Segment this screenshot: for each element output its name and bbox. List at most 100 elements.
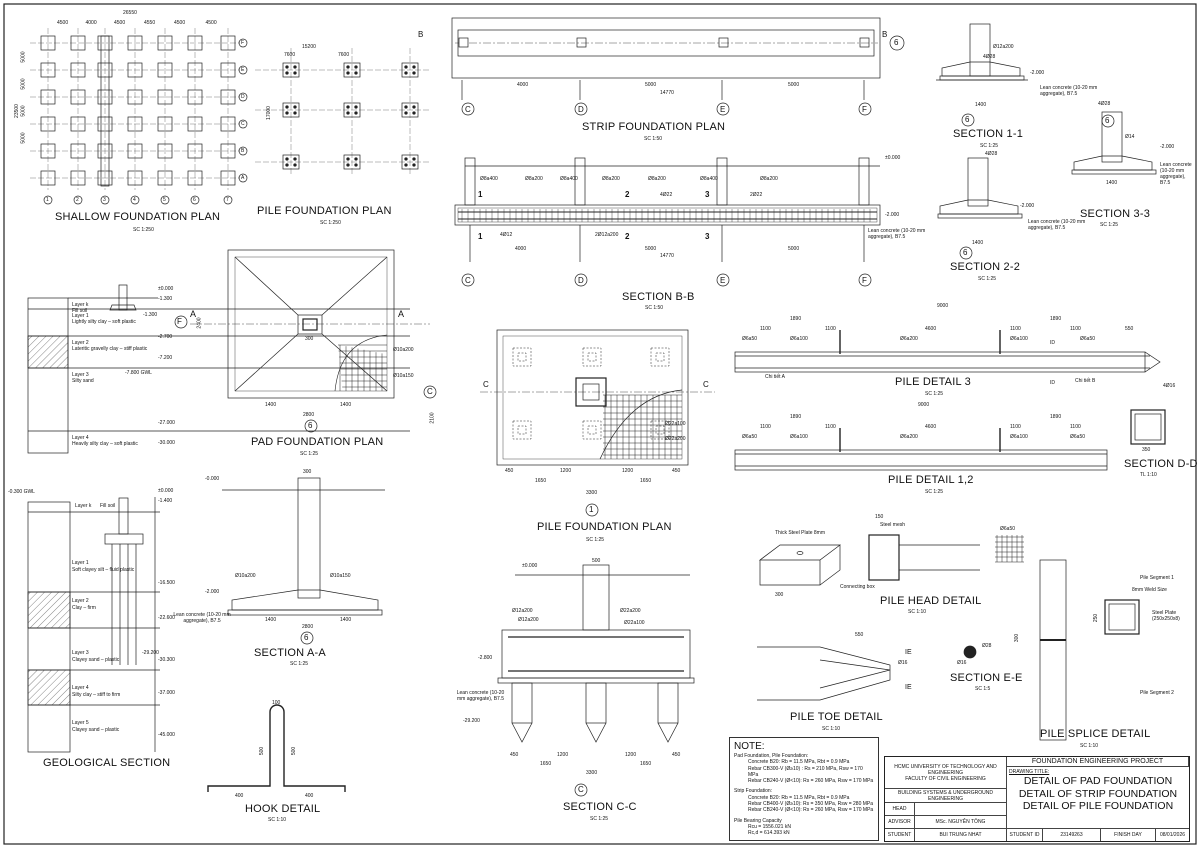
column-stub	[464, 157, 476, 206]
pile-outline	[650, 347, 670, 367]
splice-label: Pile Segment 1	[1140, 575, 1174, 581]
cc-dim: 1650	[540, 761, 552, 767]
pile-splice-detail-drawing	[1039, 559, 1140, 741]
pad-bar: Ø10a150	[393, 373, 414, 379]
layer-desc: Fill soil	[100, 503, 116, 509]
pile3-stirrup: Ø6a100	[1010, 336, 1028, 342]
cc-bar: Ø22a200	[620, 608, 641, 614]
level-mark: -30.000	[158, 440, 175, 446]
grid-col-label: 6	[193, 197, 196, 203]
geological-section-drawing	[27, 497, 160, 753]
level-mark: -2.700	[158, 334, 173, 340]
pile-outline	[512, 347, 532, 367]
hook-dim: 500	[259, 746, 266, 756]
axis-label: F	[862, 105, 867, 114]
advisor-label: ADVISOR	[885, 816, 915, 829]
cc-dim: 1200	[625, 752, 637, 758]
aa-lean: Lean concrete (10-20 mm aggregate), B7.5	[173, 612, 231, 624]
section-cc-drawing	[497, 564, 695, 797]
grid-bubble	[238, 119, 248, 129]
pile	[346, 163, 350, 167]
pile12-dim: 1100	[1070, 424, 1081, 430]
cc-dim: 450	[672, 752, 681, 758]
bb-span: 5000	[788, 246, 800, 252]
grid-bubble	[238, 173, 248, 183]
grid-col-label: 5	[163, 197, 166, 203]
pile-plan-small-height: 17000	[265, 106, 272, 120]
strip-plan-title: STRIP FOUNDATION PLAN	[582, 121, 726, 133]
section-ee-title: SECTION E-E	[950, 672, 1023, 684]
strip-span: 5000	[645, 82, 657, 88]
note-line: Rcu = 1556.021 kN	[748, 823, 791, 830]
pile	[404, 157, 408, 161]
bb-cut-label: 1	[478, 190, 483, 199]
drawing-title-2: DETAIL OF STRIP FOUNDATION	[1018, 787, 1178, 800]
axis-label: C	[465, 276, 471, 285]
pile-core	[655, 352, 665, 362]
section-22-dim: 1400	[972, 240, 984, 246]
faculty-name: FACULTY OF CIVIL ENGINEERING	[905, 775, 986, 782]
section-33-drawing	[1071, 111, 1157, 175]
pile	[293, 71, 297, 75]
grid-col-label: 7	[226, 197, 229, 203]
pile-toe-detail-drawing	[757, 646, 891, 701]
aa-overall: 2800	[302, 624, 314, 630]
pile3-note: Chi tiết A	[765, 374, 786, 380]
pile-head-dim: 300	[775, 592, 784, 598]
level-mark: -37.000	[158, 690, 175, 696]
level-mark: -1.300	[143, 312, 158, 318]
row-dim: 5000	[20, 104, 27, 117]
pile3-note: Chi tiết B	[1075, 378, 1096, 384]
title-block: HCMC UNIVERSITY OF TECHNOLOGY AND ENGINE…	[884, 756, 1190, 842]
level-mark: -45.000	[158, 732, 175, 738]
pile3-dim: 550	[1125, 326, 1134, 332]
pile	[346, 71, 350, 75]
section-33-scale: SC 1:25	[1100, 222, 1119, 228]
pad-section-mark: A	[190, 309, 197, 319]
pile12-stirrup: Ø6a100	[1010, 434, 1028, 440]
section-dd-scale: TL 1:10	[1140, 472, 1157, 478]
section-33-dim: 1400	[1106, 180, 1118, 186]
pile-plan-height: 2100	[429, 412, 436, 424]
pile-toe-scale: SC 1:10	[822, 726, 841, 732]
pad-height: 2400	[196, 317, 203, 329]
bb-cut-label: 3	[705, 232, 710, 241]
span-dim: 4550	[144, 20, 156, 26]
section-11-main-bar: 4Ø28	[983, 54, 996, 60]
cc-bar: Ø22a100	[624, 620, 645, 626]
section-11-drawing	[936, 23, 1028, 127]
bb-span: 4000	[515, 246, 527, 252]
level-mark: -7.800 GWL	[125, 370, 152, 376]
pile	[293, 163, 297, 167]
pad-plan-title: PAD FOUNDATION PLAN	[251, 436, 384, 448]
section-33-circle: 6	[1105, 116, 1110, 125]
pad-dim: 1400	[265, 402, 277, 408]
section-bb-drawing	[454, 157, 881, 287]
pile-outline	[582, 347, 602, 367]
pile	[346, 157, 350, 161]
pile	[285, 111, 289, 115]
pad-section-mark: A	[398, 309, 405, 319]
grid-bubble	[130, 195, 140, 205]
section-33-main-bar: 4Ø28	[1098, 101, 1111, 107]
section-22-level: -2.000	[1020, 203, 1035, 209]
pile-head-label: Thick Steel Plate 8mm	[775, 530, 826, 536]
grid-bubble	[238, 146, 248, 156]
bb-level-bottom: -2.000	[885, 212, 900, 218]
university-name: HCMC UNIVERSITY OF TECHNOLOGY AND ENGINE…	[894, 763, 997, 776]
finish-day-label: FINISH DAY	[1101, 829, 1156, 841]
pile-detail-12-title: PILE DETAIL 1,2	[888, 474, 974, 486]
student-value: BUI TRUNG NHAT	[915, 829, 1007, 841]
section-dd-drawing	[1130, 409, 1166, 445]
grid-col-label: 2	[76, 197, 79, 203]
bb-cut-label: 2	[625, 190, 630, 199]
pile-detail-12-scale: SC 1:25	[925, 489, 944, 495]
note-line: Rc,d = 614.393 kN	[748, 830, 790, 837]
section-33-lean: Lean concrete (10-20 mm aggregate), B7.5	[1160, 162, 1192, 186]
grid-row-label: A	[241, 175, 245, 181]
section-ee-scale: SC 1:5	[975, 686, 991, 692]
column-stub	[716, 157, 728, 206]
pile12-dim: 1100	[825, 424, 836, 430]
cc-dim: 450	[510, 752, 519, 758]
note-group-title: Strip Foundation:	[734, 788, 773, 795]
